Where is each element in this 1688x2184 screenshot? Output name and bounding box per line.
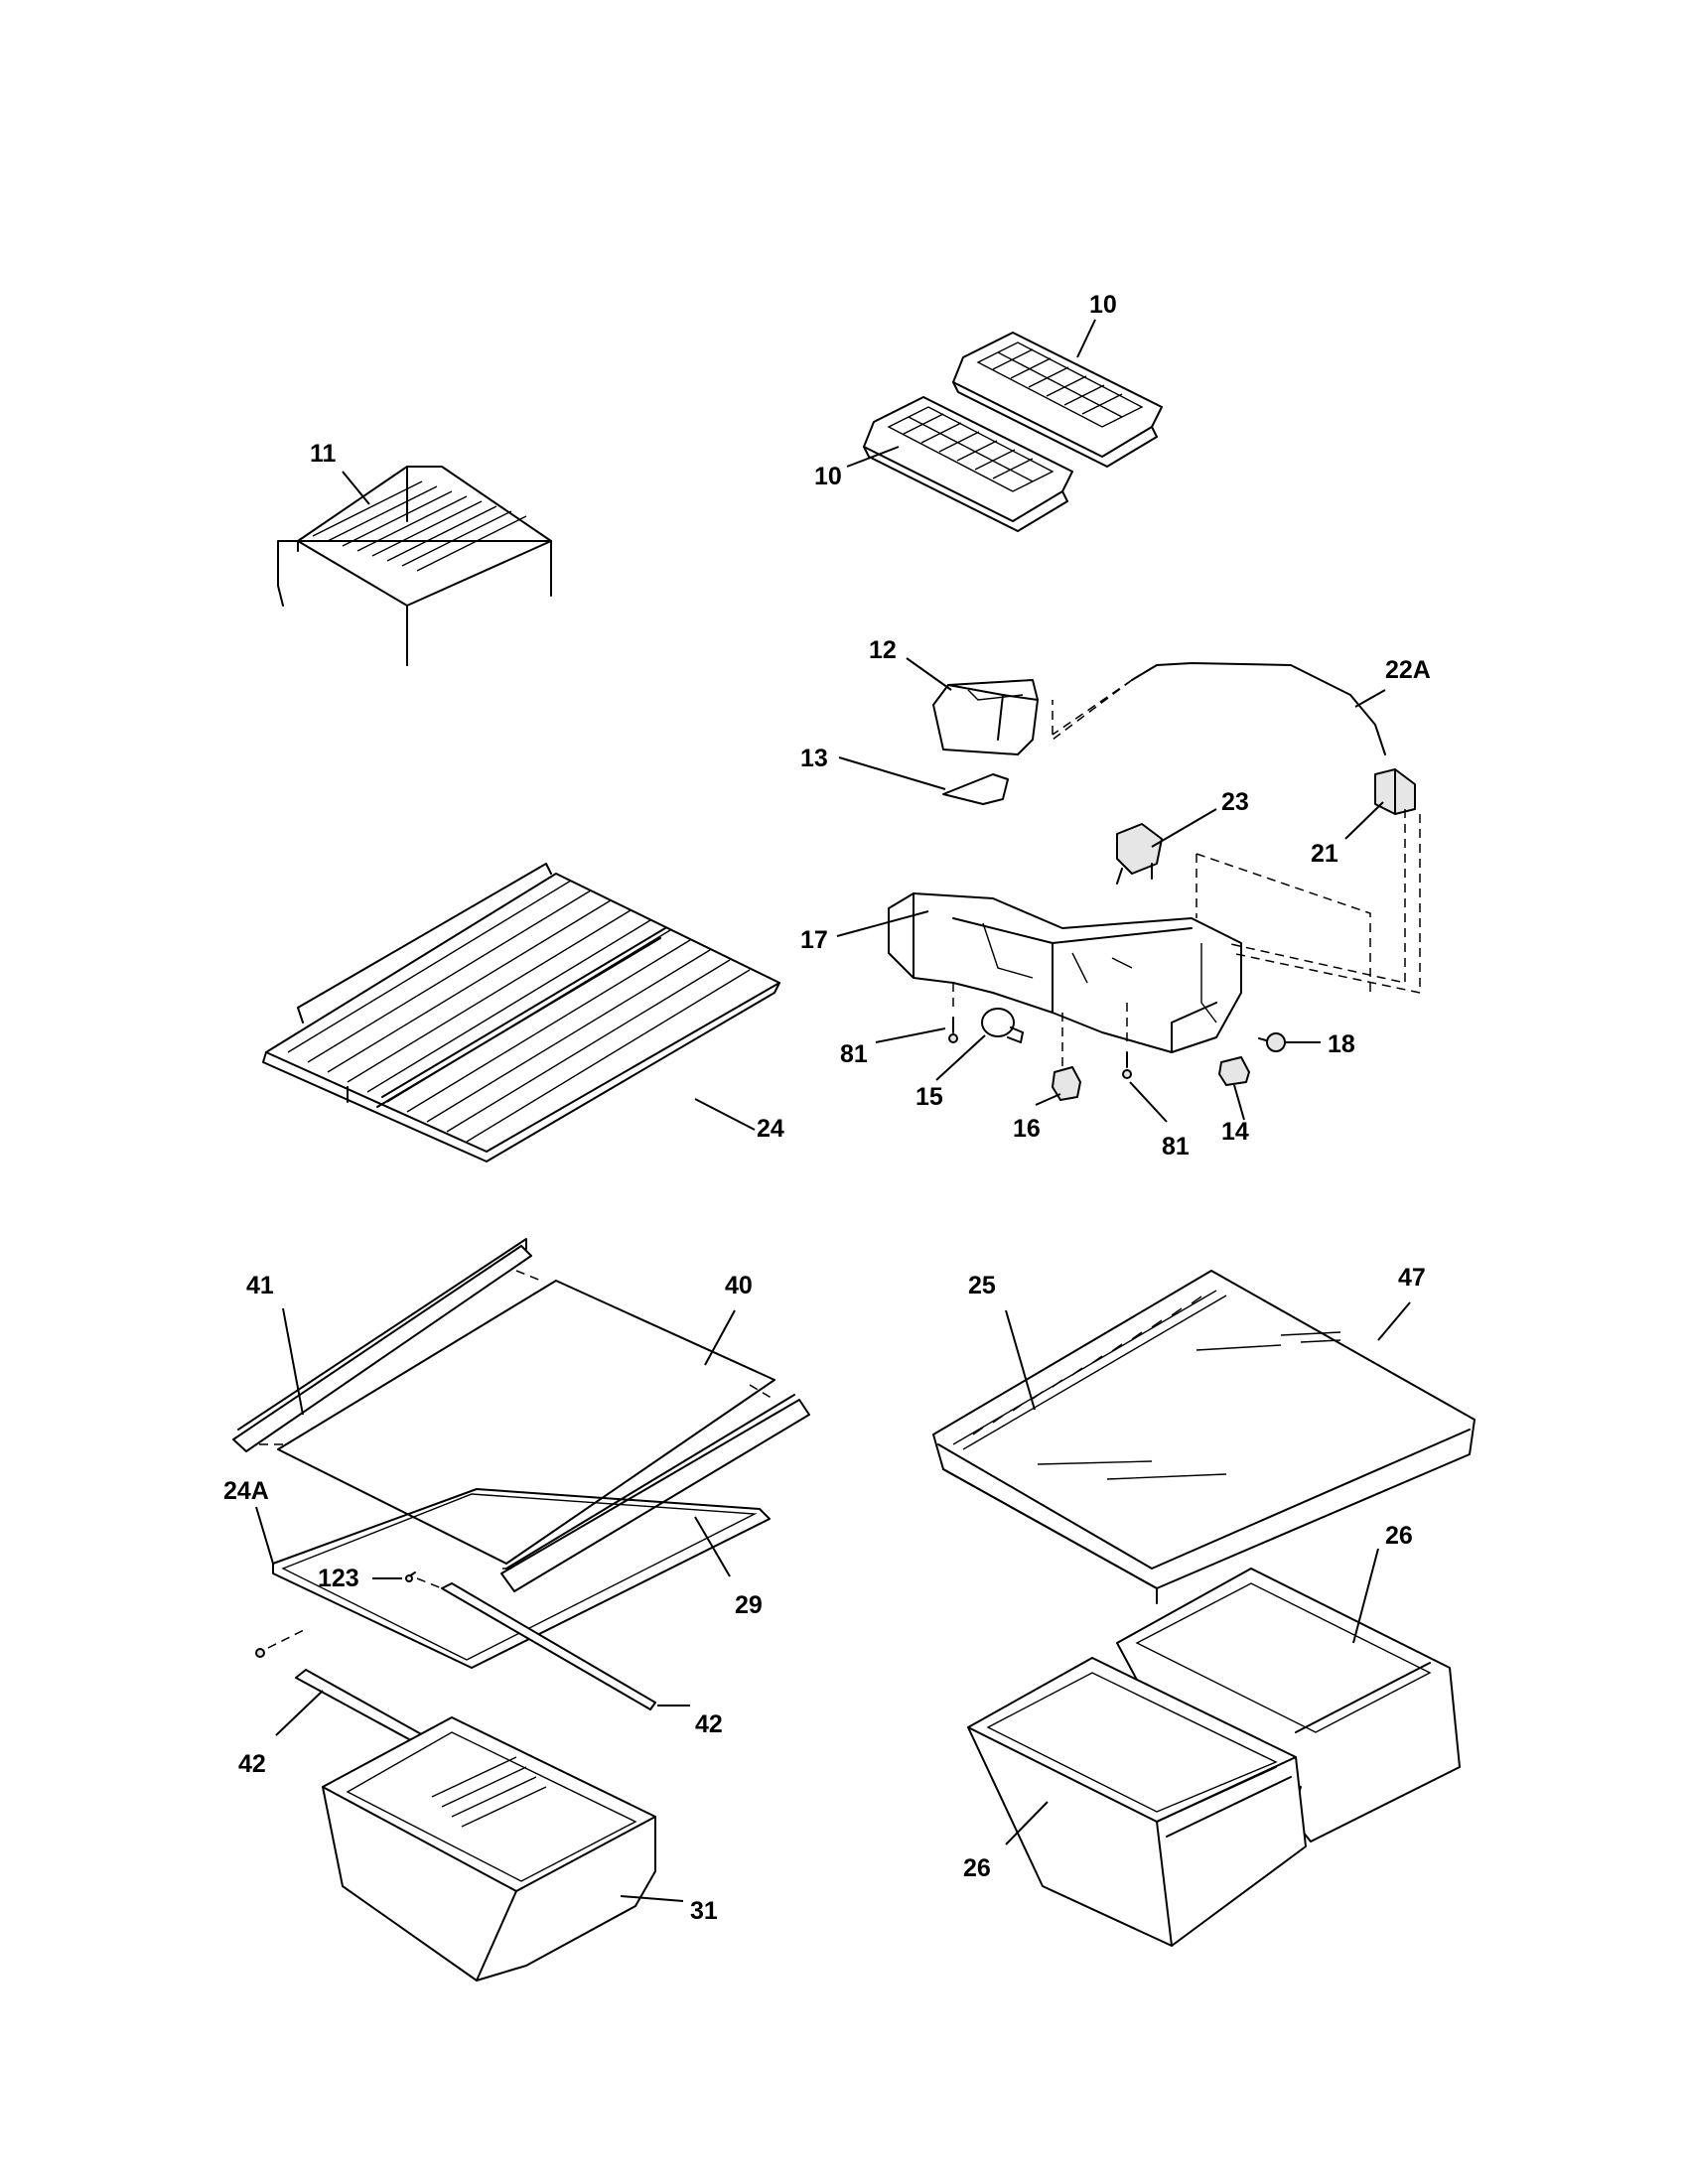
- callout-23: 23: [1221, 788, 1249, 816]
- callout-18: 18: [1328, 1030, 1355, 1058]
- part-15-light-bulb: [981, 1008, 1024, 1043]
- part-24-wire-shelf: [262, 863, 780, 1162]
- callout-10-rear-tray: 10: [1089, 291, 1117, 319]
- callout-24A: 24A: [223, 1477, 269, 1505]
- callout-10-front-tray: 10: [814, 463, 842, 490]
- callout-11: 11: [310, 440, 337, 468]
- callout-40: 40: [725, 1272, 753, 1299]
- part-12-ice-bucket: [932, 679, 1039, 755]
- part-25-47-crisper-cover: [932, 1270, 1476, 1604]
- callout-123: 123: [318, 1565, 359, 1592]
- callout-26-rear: 26: [1385, 1522, 1413, 1550]
- part-14-switch: [1218, 1056, 1250, 1086]
- callout-47: 47: [1398, 1264, 1426, 1292]
- part-10-ice-tray-rear: [952, 332, 1163, 468]
- part-11-wire-riser: [277, 466, 552, 666]
- callout-29: 29: [735, 1591, 763, 1619]
- part-81-screw-right: [1122, 1051, 1132, 1079]
- callout-31: 31: [690, 1897, 718, 1925]
- callout-42-left: 42: [238, 1750, 266, 1778]
- part-18-knob: [1258, 1032, 1286, 1052]
- part-24A-shelf-frame: [272, 1488, 771, 1669]
- part-123-screw: [255, 1571, 416, 1658]
- callout-22A: 22A: [1385, 656, 1431, 684]
- part-21-connector: [1374, 768, 1416, 815]
- callout-12: 12: [869, 636, 897, 664]
- callout-25: 25: [968, 1272, 996, 1299]
- callout-labels: 10 10 11 12 13 22A 23 21 17 81 24 15 16 …: [223, 291, 1431, 1925]
- part-40-glass-panel: [277, 1280, 775, 1565]
- part-16-socket: [1052, 1066, 1081, 1101]
- callout-15: 15: [915, 1083, 943, 1111]
- part-22A-wire-harness: [1052, 662, 1386, 755]
- part-81-screw-left: [948, 1017, 958, 1043]
- part-23-sensor: [1116, 823, 1163, 885]
- part-17-light-housing: [888, 892, 1242, 1053]
- callout-21: 21: [1311, 840, 1338, 868]
- callout-24: 24: [757, 1115, 784, 1143]
- part-10-ice-tray-front: [863, 396, 1073, 532]
- part-42-right-slide: [416, 1577, 656, 1710]
- part-13-shield: [942, 773, 1009, 805]
- part-29-front-rail: [500, 1394, 810, 1592]
- callout-26-front: 26: [963, 1854, 991, 1882]
- callout-42-right: 42: [695, 1710, 723, 1738]
- callout-81-left: 81: [840, 1040, 868, 1068]
- dashed-assembly-lines: [952, 809, 1421, 1077]
- part-31-crisper-drawer: [322, 1716, 656, 1981]
- callout-16: 16: [1013, 1115, 1041, 1143]
- part-41-rear-rail: [232, 1238, 532, 1452]
- callout-41: 41: [246, 1272, 274, 1299]
- callout-13: 13: [800, 745, 828, 772]
- leader-lines: [255, 319, 1411, 1902]
- callout-17: 17: [800, 926, 828, 954]
- callout-81-right: 81: [1162, 1133, 1190, 1160]
- part-26-crisper-drawer-front: [967, 1657, 1307, 1947]
- callout-14: 14: [1221, 1118, 1249, 1146]
